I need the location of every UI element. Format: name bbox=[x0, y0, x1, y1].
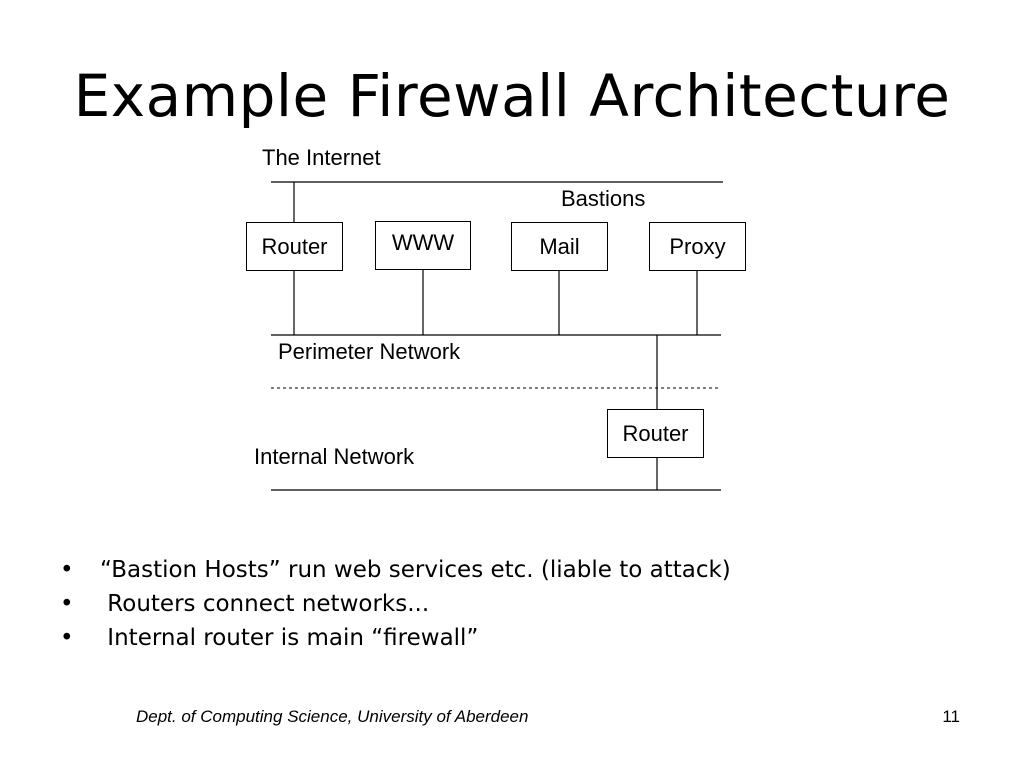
bullet-text: Internal router is main “firewall” bbox=[100, 625, 479, 651]
internet-label: The Internet bbox=[262, 145, 381, 170]
bullet-text: “Bastion Hosts” run web services etc. (l… bbox=[100, 557, 731, 583]
bullet-item: • Internal router is main “firewall” bbox=[60, 621, 731, 655]
page-number: 11 bbox=[942, 707, 960, 726]
www-node: WWW bbox=[375, 221, 471, 270]
slide-footer: Dept. of Computing Science, University o… bbox=[136, 707, 529, 726]
bullet-marker: • bbox=[60, 557, 74, 583]
internal-network-label: Internal Network bbox=[254, 444, 415, 469]
bastions-label: Bastions bbox=[561, 186, 646, 211]
bullet-item: • “Bastion Hosts” run web services etc. (… bbox=[60, 553, 731, 587]
bullet-list: • “Bastion Hosts” run web services etc. (… bbox=[60, 553, 731, 655]
slide-title: Example Firewall Architecture bbox=[73, 62, 951, 130]
bullet-item: • Routers connect networks... bbox=[60, 587, 731, 621]
bullet-marker: • bbox=[60, 625, 74, 651]
inner-router-node: Router bbox=[607, 409, 704, 458]
perimeter-network-label: Perimeter Network bbox=[278, 339, 461, 364]
mail-node: Mail bbox=[511, 222, 608, 271]
proxy-node: Proxy bbox=[649, 222, 746, 271]
outer-router-node: Router bbox=[246, 222, 343, 271]
bullet-text: Routers connect networks... bbox=[100, 591, 430, 617]
bullet-marker: • bbox=[60, 591, 74, 617]
